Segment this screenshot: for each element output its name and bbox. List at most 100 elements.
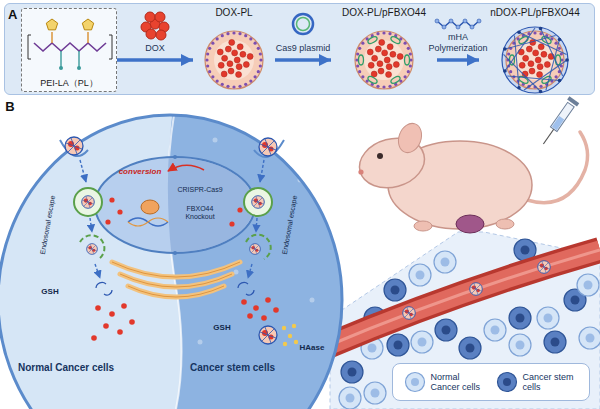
molecule-label: GSH: [213, 323, 230, 332]
nanoparticle-drawing: [208, 47, 211, 50]
reagent-icons: [293, 14, 313, 34]
nanoparticle-drawing: [259, 52, 262, 55]
nanoparticle-drawing: [526, 46, 532, 52]
uptake-left: [95, 305, 101, 311]
uptake-left: [96, 282, 112, 295]
nanoparticle-drawing: [206, 64, 209, 67]
nanoparticle-drawing: [368, 62, 374, 68]
uptake-right: [260, 160, 264, 182]
tumor-cells: [544, 331, 566, 353]
nanoparticle-drawing: [205, 31, 263, 89]
nanoparticle-drawing: [356, 64, 359, 67]
nanoparticle-drawing: [361, 75, 364, 78]
nanoparticle-drawing: [503, 69, 507, 73]
uptake-left: [129, 319, 135, 325]
nanoparticle-drawing: [236, 64, 242, 70]
nanoparticle-drawing: [355, 31, 413, 89]
nucleus: [105, 219, 110, 224]
flow-arrow: [117, 58, 193, 62]
nanoparticle-drawing: [524, 60, 567, 90]
gene-label: FBXO44 Knockout: [182, 205, 218, 221]
nanoparticle-drawing: [558, 38, 562, 42]
reagent-icons: [477, 19, 481, 23]
nanoparticle-drawing: [232, 50, 238, 56]
nanoparticle-drawing: [382, 50, 388, 56]
mouse: [456, 215, 484, 233]
tumor-cells: [579, 327, 600, 349]
nanoparticle-drawing: [565, 58, 569, 62]
polymer-structure: [87, 32, 88, 43]
nucleus: [229, 221, 234, 226]
nanoparticle-drawing: [397, 53, 403, 59]
particle-name: DOX-PL: [215, 7, 252, 19]
tumor-cells: [509, 307, 531, 329]
nanoparticle-drawing: [386, 64, 392, 70]
cell: [0, 115, 342, 409]
nanoparticle-drawing: [390, 51, 396, 57]
haase-degradation: [294, 340, 298, 344]
polymer-structure: [28, 35, 31, 59]
syringe: [543, 129, 553, 144]
nanoparticle-drawing: [533, 50, 539, 56]
nucleus: [128, 218, 168, 226]
nanoparticle-drawing: [376, 32, 379, 35]
nanoparticle-drawing: [208, 70, 211, 73]
blood-vessel: [325, 250, 600, 347]
nucleus: [95, 157, 255, 253]
nanoparticle-drawing: [211, 75, 214, 78]
nanoparticle-drawing: [232, 31, 235, 34]
arrow-label-box: mHA Polymerization: [422, 32, 494, 53]
legend-box: Normal Cancer cellsCancer stem cells: [392, 363, 590, 401]
nanoparticle-drawing: [555, 42, 558, 45]
uptake-left: [109, 311, 115, 317]
uptake-right: [252, 196, 265, 209]
nanoparticle: DOX-PL/pFBXO44: [331, 6, 437, 92]
arrow-label: DOX: [145, 43, 165, 53]
cell: [198, 340, 203, 345]
nucleus: [173, 155, 177, 159]
molecule-label-box: GSH: [213, 323, 230, 332]
mouse: [354, 96, 588, 233]
nanoparticle-drawing: [544, 62, 550, 68]
nucleus: [96, 158, 254, 252]
reagent-icons: [156, 30, 166, 40]
uptake-right: [250, 244, 261, 255]
reagent-icons: [141, 12, 481, 40]
mouse: [414, 221, 432, 231]
uptake-left: [65, 137, 83, 155]
nanoparticle-drawing: [503, 47, 507, 51]
tumor-cells: [509, 334, 531, 356]
cell: [0, 115, 342, 409]
nanoparticle-drawing: [228, 68, 234, 74]
polymer-name: PEI-LA（PL）: [40, 78, 98, 88]
nanoparticle-drawing: [257, 70, 260, 73]
arrow-label: mHA Polymerization: [422, 32, 494, 53]
syringe: [552, 116, 564, 130]
legend-icon: [405, 373, 424, 392]
nanoparticle-drawing: [227, 61, 233, 67]
reagent-icons: [145, 12, 155, 22]
nanoparticle-drawing: [371, 71, 377, 77]
nanoparticle-drawing: [243, 62, 249, 68]
nanoparticle-drawing: [505, 28, 535, 71]
tumor-cells: [387, 334, 409, 356]
nanoparticle-drawing: [225, 46, 231, 52]
nanoparticle-drawing: [254, 75, 257, 78]
process-label-box: conversion: [119, 167, 162, 176]
legend-icon: [411, 378, 419, 386]
nanoparticle-drawing: [379, 39, 385, 45]
reagent-icons: [442, 25, 446, 29]
particle-name: DOX-PL/pFBXO44: [342, 7, 426, 19]
blood-vessel: [538, 261, 551, 274]
nanoparticle-drawing: [529, 68, 535, 74]
nucleus: [128, 218, 168, 226]
nanoparticle-drawing: [218, 62, 224, 68]
polymer-structure: [59, 66, 63, 70]
nanoparticle-drawing: [509, 70, 512, 73]
nanoparticle-drawing: [211, 42, 214, 45]
nanoparticle-drawing: [514, 35, 519, 87]
nanoparticle-drawing: [533, 31, 536, 34]
nanoparticle-drawing: [404, 75, 407, 78]
legend-label: Normal Cancer cells: [431, 372, 487, 393]
nanoparticle-drawing: [221, 71, 227, 77]
